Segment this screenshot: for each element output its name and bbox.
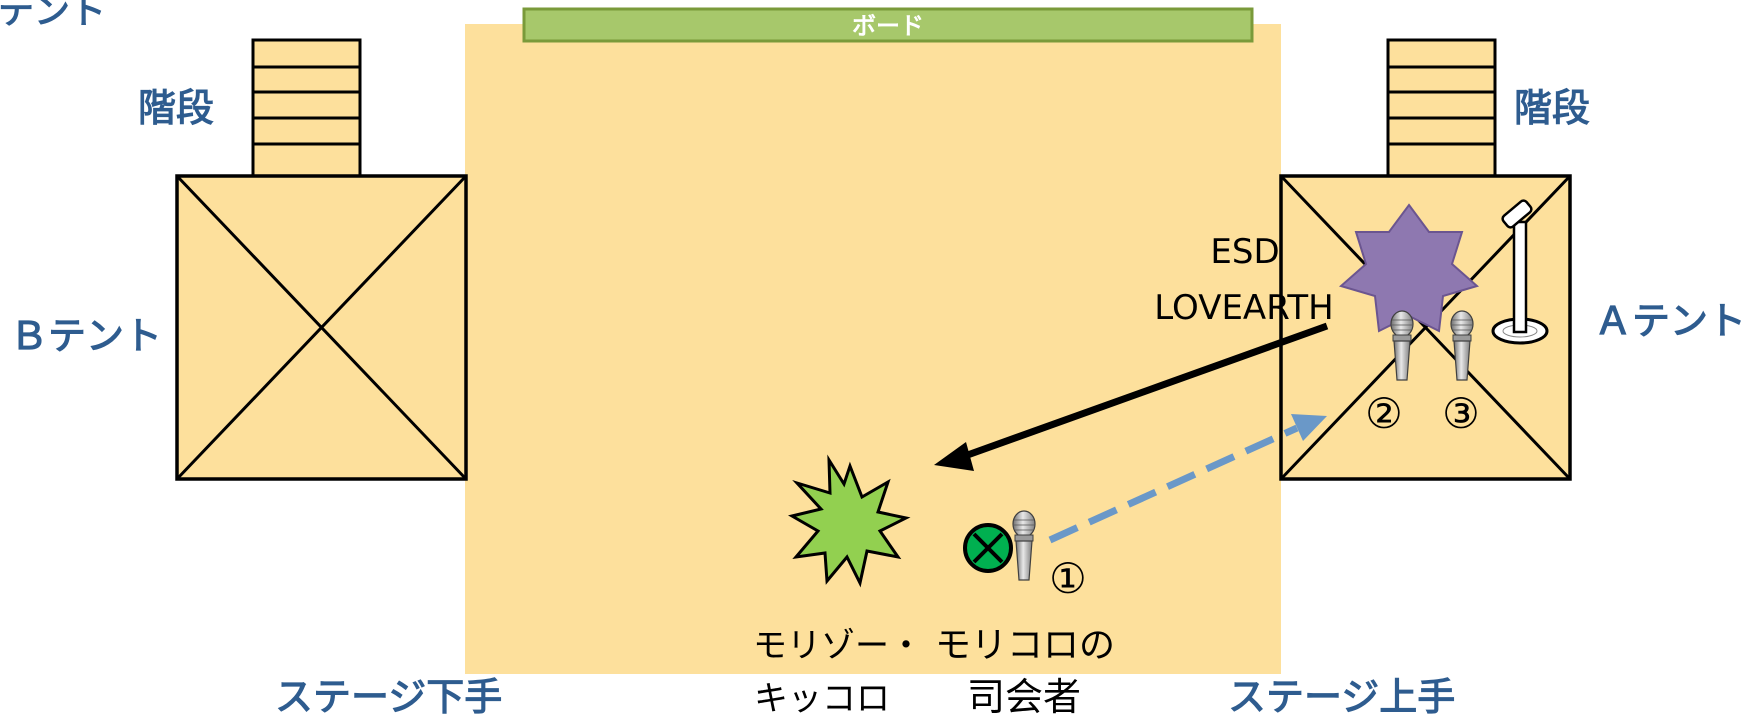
board bbox=[522, 7, 1254, 43]
mic-2-label: ② bbox=[1365, 389, 1403, 438]
stage-floor bbox=[465, 24, 1281, 674]
tent-b bbox=[175, 174, 468, 481]
mic-1-label: ① bbox=[1049, 554, 1087, 603]
esd-label-line1: ESD bbox=[1210, 232, 1279, 272]
stage-right-label: ステージ上手 bbox=[1228, 675, 1455, 718]
morizo-label-line2: キッコロ bbox=[754, 679, 890, 718]
morizo-kikkoro-burst bbox=[787, 454, 911, 588]
right-stairs bbox=[1386, 38, 1497, 178]
stairs-left-label: 階段 bbox=[138, 86, 214, 130]
microphone-stand-icon bbox=[1491, 199, 1549, 345]
mc-label-line1: モリコロの bbox=[935, 625, 1115, 666]
morizo-label-line1: モリゾー・ bbox=[753, 626, 923, 666]
mc-label-line2: 司会者 bbox=[967, 675, 1081, 718]
stage-left-label: ステージ下手 bbox=[275, 675, 502, 718]
stairs-right-label: 階段 bbox=[1514, 86, 1590, 130]
mic-3-label: ③ bbox=[1442, 389, 1480, 438]
left-stairs bbox=[251, 38, 362, 178]
top-left-tent-label: テント bbox=[0, 0, 106, 32]
circled-x-marker-icon bbox=[963, 523, 1013, 573]
tent-a-label: Ａテント bbox=[1594, 299, 1746, 343]
movement-arrow bbox=[934, 322, 1329, 471]
mic-pass-dashed-arrow bbox=[1048, 414, 1327, 544]
board-label: ボード bbox=[852, 12, 924, 40]
esd-label-line2: LOVEARTH bbox=[1154, 288, 1333, 328]
tent-b-label: Ｂテント bbox=[10, 314, 162, 358]
